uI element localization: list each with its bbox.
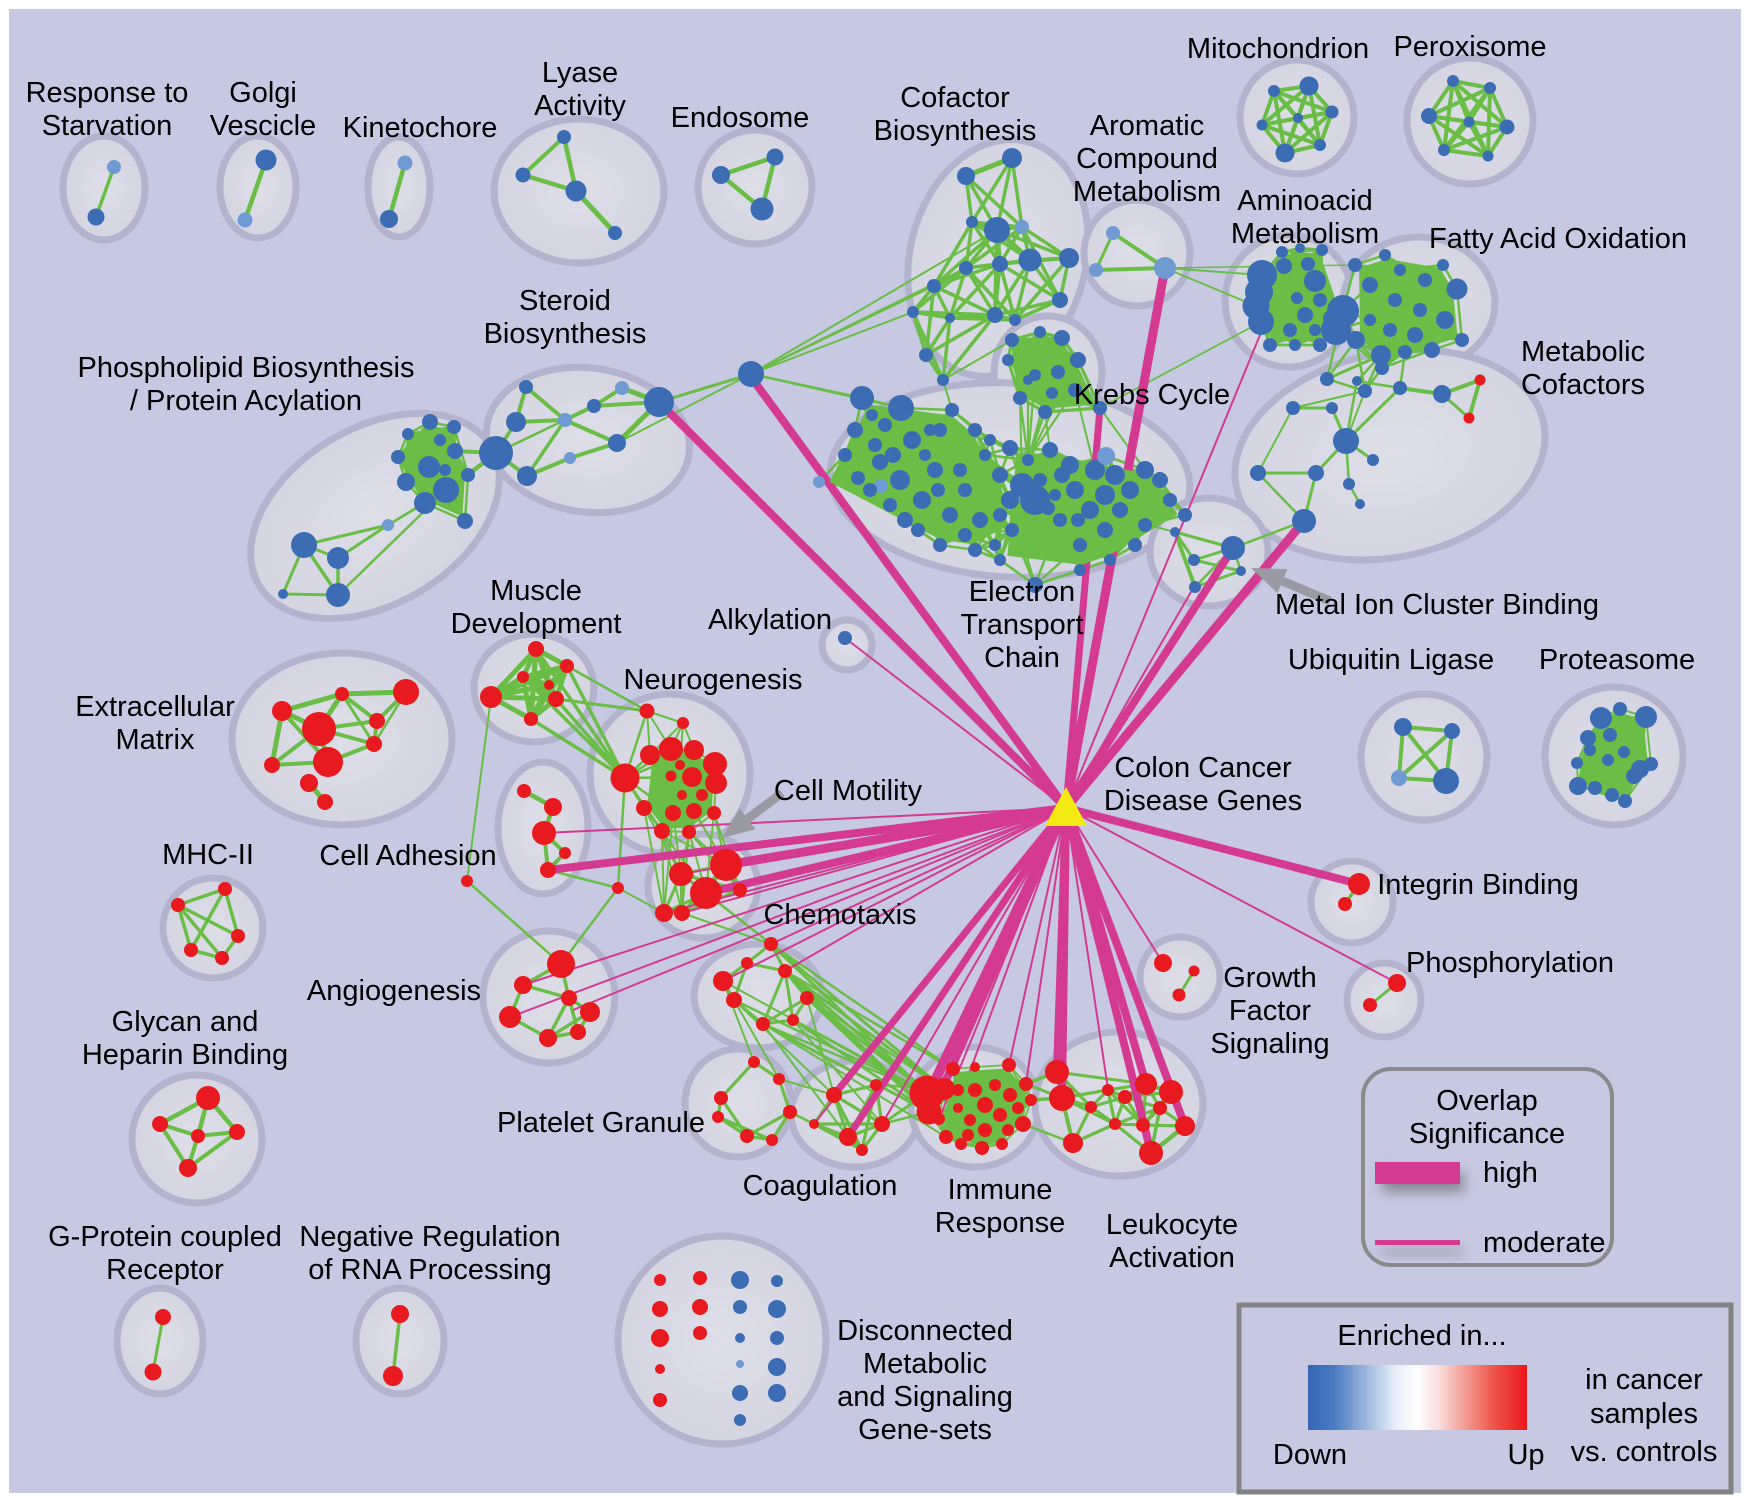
svg-text:Peroxisome: Peroxisome [1393, 31, 1546, 63]
svg-text:Disconnected: Disconnected [837, 1315, 1013, 1347]
svg-text:vs. controls: vs. controls [1571, 1436, 1718, 1468]
svg-text:Matrix: Matrix [116, 724, 195, 756]
svg-text:moderate: moderate [1483, 1227, 1606, 1259]
svg-text:in cancer: in cancer [1585, 1364, 1703, 1396]
svg-text:Starvation: Starvation [42, 110, 173, 142]
svg-text:Factor: Factor [1229, 995, 1312, 1027]
svg-text:Endosome: Endosome [671, 102, 810, 134]
svg-text:Overlap: Overlap [1436, 1085, 1538, 1117]
svg-text:Response to: Response to [26, 77, 189, 109]
svg-text:Metabolism: Metabolism [1073, 176, 1221, 208]
svg-text:Extracellular: Extracellular [75, 691, 235, 723]
svg-text:Steroid: Steroid [519, 285, 611, 317]
svg-text:Biosynthesis: Biosynthesis [874, 115, 1037, 147]
svg-text:/ Protein Acylation: / Protein Acylation [130, 385, 362, 417]
svg-text:Up: Up [1507, 1439, 1544, 1471]
svg-text:Integrin Binding: Integrin Binding [1377, 869, 1579, 901]
svg-text:G-Protein coupled: G-Protein coupled [48, 1221, 282, 1253]
svg-text:Kinetochore: Kinetochore [343, 112, 498, 144]
svg-text:Signaling: Signaling [1210, 1028, 1329, 1060]
svg-text:Glycan and: Glycan and [112, 1006, 259, 1038]
svg-text:Vescicle: Vescicle [210, 110, 316, 142]
svg-text:Significance: Significance [1409, 1118, 1565, 1150]
svg-text:Fatty Acid Oxidation: Fatty Acid Oxidation [1429, 223, 1687, 255]
svg-text:Coagulation: Coagulation [743, 1170, 898, 1202]
svg-text:Immune: Immune [948, 1174, 1053, 1206]
svg-text:Chain: Chain [984, 642, 1060, 674]
svg-text:Mitochondrion: Mitochondrion [1187, 33, 1369, 65]
svg-text:MHC-II: MHC-II [162, 839, 254, 871]
svg-text:Cell Motility: Cell Motility [774, 775, 923, 807]
svg-text:Golgi: Golgi [229, 77, 297, 109]
svg-text:Krebs Cycle: Krebs Cycle [1074, 379, 1230, 411]
svg-text:Neurogenesis: Neurogenesis [624, 664, 803, 696]
svg-text:Biosynthesis: Biosynthesis [484, 318, 647, 350]
svg-text:Cofactor: Cofactor [900, 82, 1010, 114]
svg-text:Electron: Electron [969, 576, 1075, 608]
svg-text:Angiogenesis: Angiogenesis [307, 975, 481, 1007]
svg-text:Phosphorylation: Phosphorylation [1406, 947, 1614, 979]
svg-text:Development: Development [451, 608, 622, 640]
svg-text:Activation: Activation [1109, 1242, 1235, 1274]
svg-text:Aromatic: Aromatic [1090, 110, 1204, 142]
svg-text:Colon Cancer: Colon Cancer [1114, 752, 1292, 784]
svg-text:Phospholipid Biosynthesis: Phospholipid Biosynthesis [78, 352, 415, 384]
svg-text:of RNA Processing: of RNA Processing [308, 1254, 551, 1286]
svg-text:Response: Response [935, 1207, 1066, 1239]
svg-text:Metabolic: Metabolic [863, 1348, 987, 1380]
svg-text:Negative Regulation: Negative Regulation [299, 1221, 560, 1253]
svg-text:Disease Genes: Disease Genes [1104, 785, 1302, 817]
svg-text:and Signaling: and Signaling [837, 1381, 1013, 1413]
svg-text:high: high [1483, 1157, 1538, 1189]
svg-text:Activity: Activity [534, 90, 626, 122]
svg-text:samples: samples [1590, 1398, 1698, 1430]
svg-text:Alkylation: Alkylation [708, 604, 832, 636]
svg-text:Lyase: Lyase [542, 57, 618, 89]
svg-text:Heparin Binding: Heparin Binding [82, 1039, 288, 1071]
svg-text:Proteasome: Proteasome [1539, 644, 1695, 676]
svg-text:Muscle: Muscle [490, 575, 582, 607]
svg-text:Metabolism: Metabolism [1231, 218, 1379, 250]
svg-text:Receptor: Receptor [106, 1254, 224, 1286]
svg-text:Ubiquitin Ligase: Ubiquitin Ligase [1288, 644, 1494, 676]
svg-text:Chemotaxis: Chemotaxis [763, 899, 916, 931]
svg-text:Cell Adhesion: Cell Adhesion [319, 840, 496, 872]
svg-text:Growth: Growth [1223, 962, 1316, 994]
svg-text:Metabolic: Metabolic [1521, 336, 1645, 368]
svg-text:Metal Ion Cluster Binding: Metal Ion Cluster Binding [1275, 589, 1599, 621]
svg-text:Down: Down [1273, 1439, 1347, 1471]
svg-text:Enriched in...: Enriched in... [1337, 1320, 1506, 1352]
svg-text:Aminoacid: Aminoacid [1237, 185, 1372, 217]
svg-text:Transport: Transport [960, 609, 1083, 641]
svg-text:Compound: Compound [1076, 143, 1218, 175]
svg-text:Leukocyte: Leukocyte [1106, 1209, 1238, 1241]
svg-text:Gene-sets: Gene-sets [858, 1414, 992, 1446]
svg-text:Platelet Granule: Platelet Granule [497, 1107, 705, 1139]
svg-text:Cofactors: Cofactors [1521, 369, 1645, 401]
